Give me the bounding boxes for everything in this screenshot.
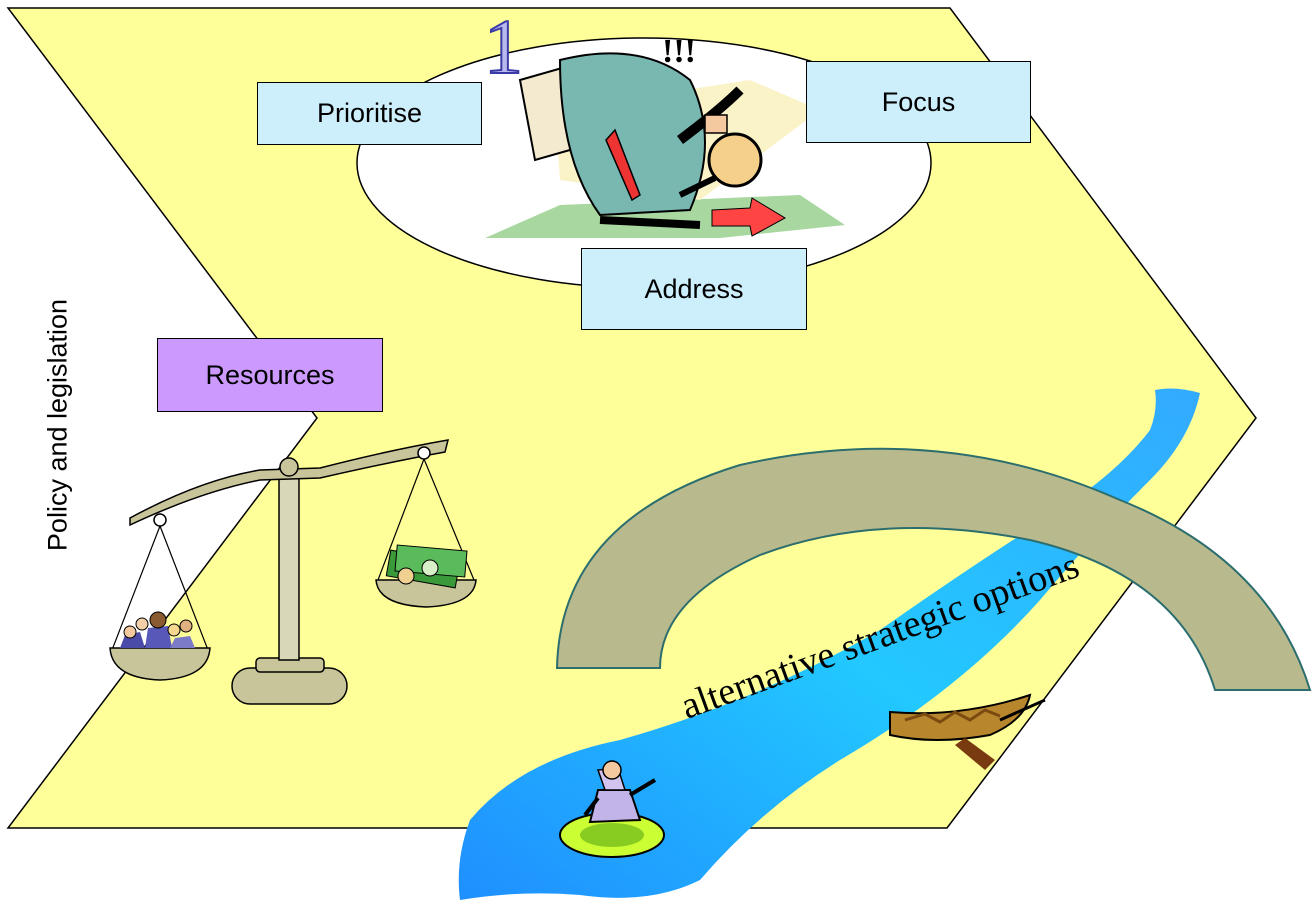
- arch-bridge-icon: [555, 447, 1312, 691]
- canoe-icon: [889, 693, 1046, 770]
- group-of-people-icon: [120, 611, 195, 648]
- prioritise-box: Prioritise: [257, 82, 482, 145]
- address-box: Address: [581, 248, 807, 330]
- businessman-surfing-icon: [559, 760, 665, 858]
- person-searching-with-magnifier-icon: !!!: [485, 33, 845, 238]
- step-number-icon: 1: [483, 3, 524, 90]
- focus-box: Focus: [806, 61, 1031, 143]
- policy-legislation-label: Policy and legislation: [42, 298, 73, 552]
- svg-text:!!!: !!!: [662, 33, 696, 70]
- river-icon: [458, 388, 1200, 900]
- resources-box: Resources: [157, 338, 383, 412]
- money-bills-icon: [385, 544, 468, 589]
